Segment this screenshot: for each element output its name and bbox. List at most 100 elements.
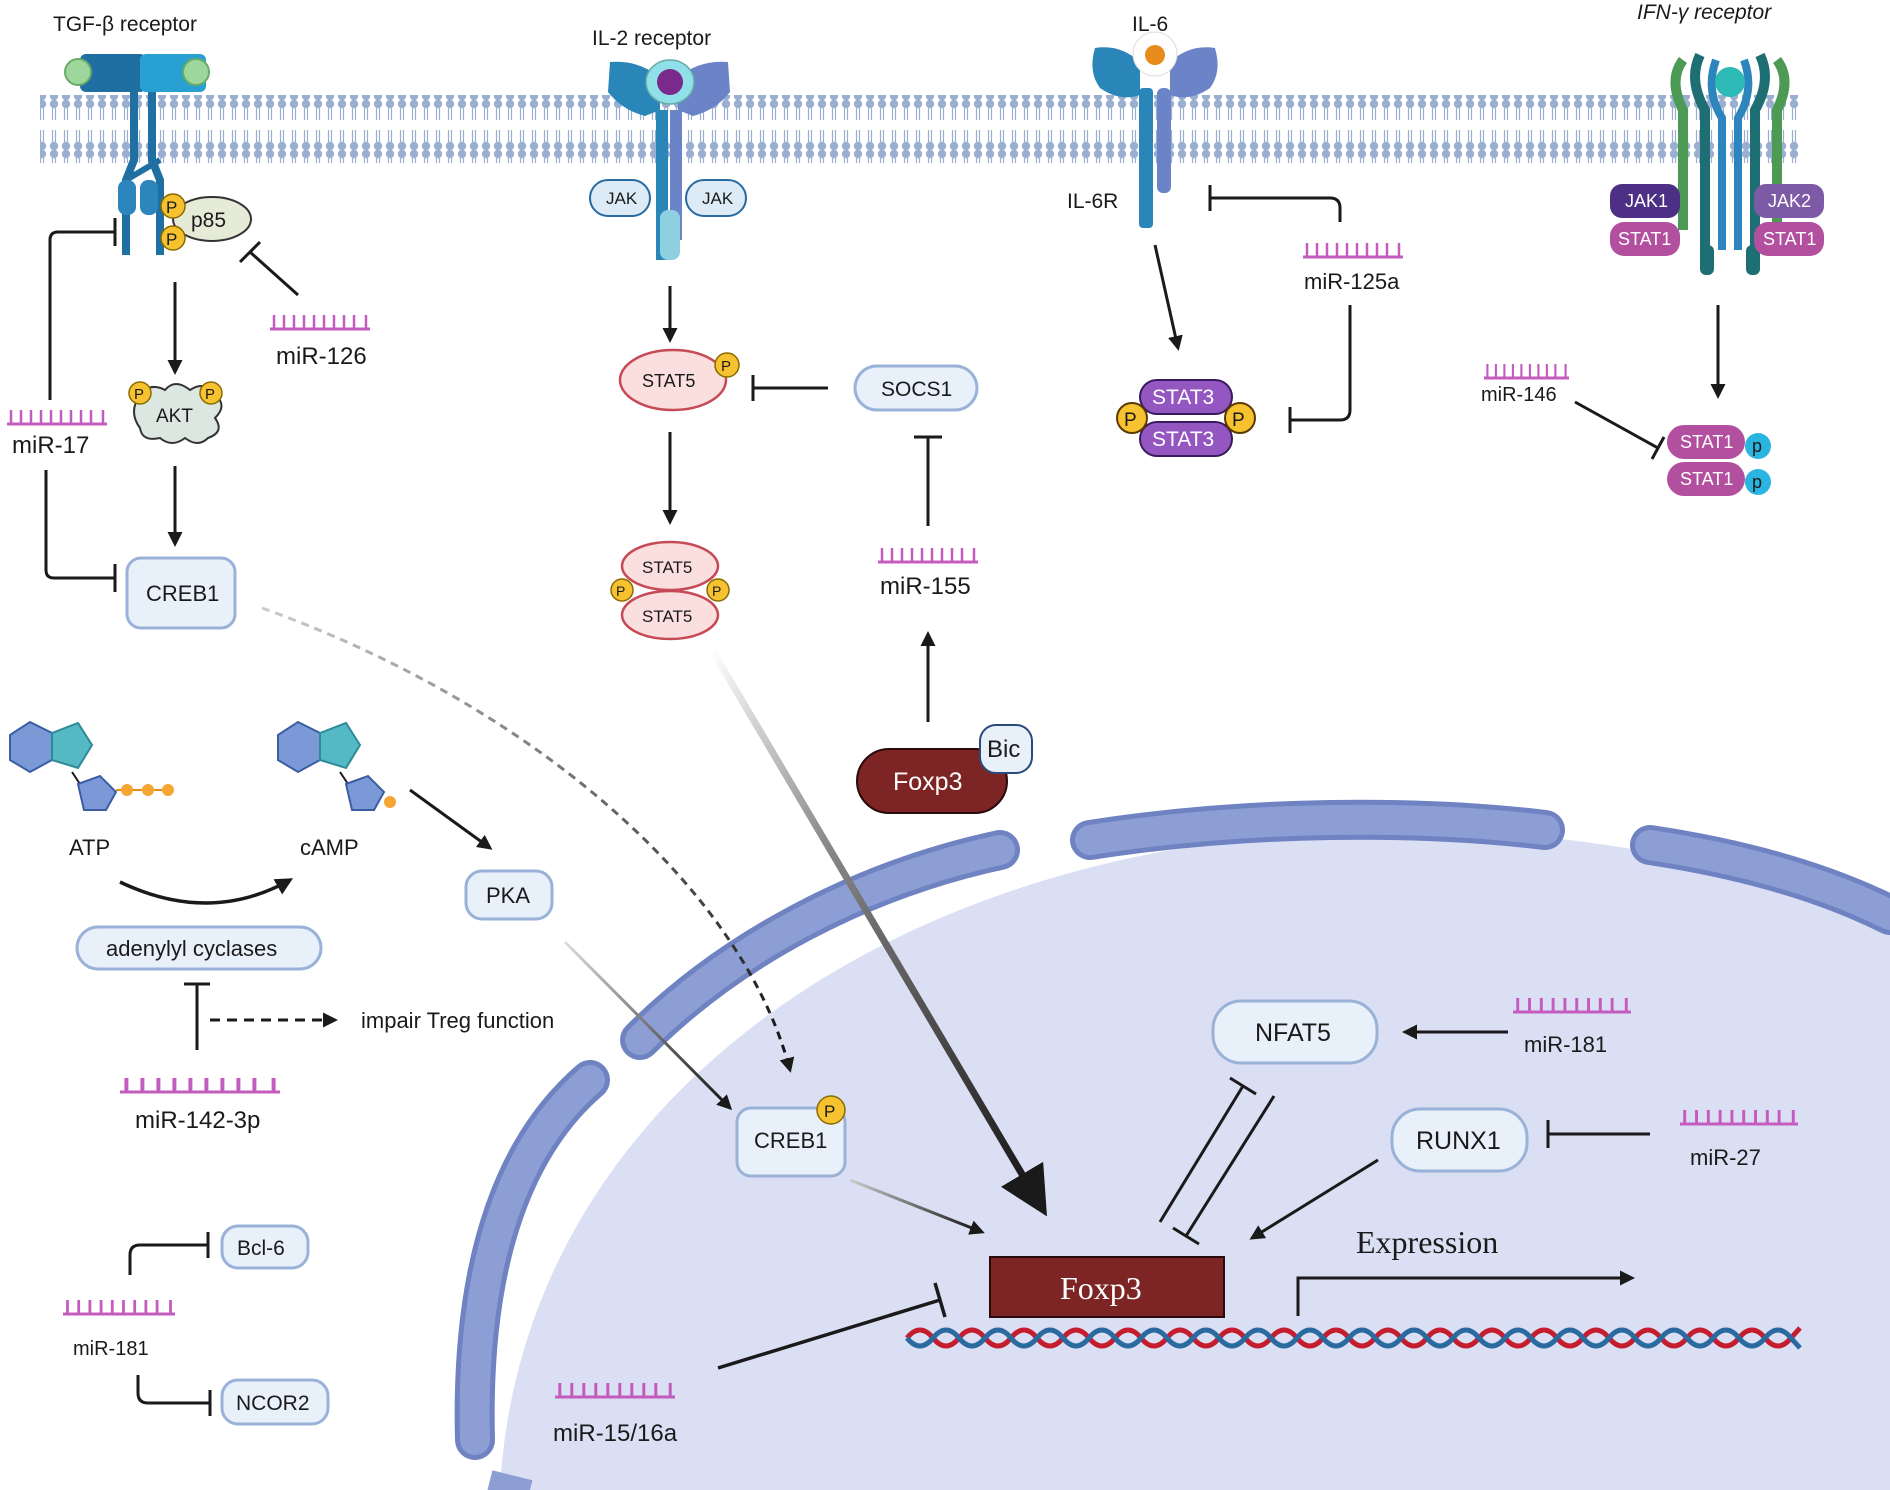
mir146-strand [1482, 362, 1571, 380]
svg-text:STAT1: STAT1 [1618, 229, 1671, 249]
svg-text:CREB1: CREB1 [754, 1128, 827, 1153]
stat1-phospho-dimer: STAT1 STAT1 p p [1667, 425, 1771, 496]
stat5-monomer: STAT5 P [618, 348, 740, 412]
mir15-inhibit-foxp3 [717, 1282, 947, 1370]
mir146-inhibit-stat1 [1574, 400, 1666, 460]
svg-text:P: P [166, 198, 177, 217]
svg-text:P: P [1124, 410, 1137, 431]
runx1-protein: RUNX1 [1390, 1107, 1529, 1173]
arrow-runx1-foxp3 [1249, 1158, 1379, 1240]
svg-text:p: p [1752, 436, 1762, 456]
svg-text:JAK: JAK [606, 189, 638, 208]
arrow-creb1-foxp3 [849, 1178, 985, 1235]
svg-text:STAT5: STAT5 [642, 371, 695, 391]
svg-text:P: P [616, 583, 625, 599]
ncor2-protein: NCOR2 [220, 1378, 330, 1426]
svg-text:JAK2: JAK2 [1768, 191, 1811, 211]
svg-text:STAT5: STAT5 [642, 607, 692, 626]
mir17-strand [5, 408, 109, 426]
svg-text:AKT: AKT [156, 406, 193, 427]
foxp3-bic: Foxp3 Bic [856, 724, 1033, 814]
mir155-strand [876, 546, 980, 564]
nfat5-foxp3-mutual-inhibition [1158, 1076, 1276, 1246]
mir15-label: miR-15/16a [553, 1420, 678, 1447]
mir125a-strand [1301, 241, 1405, 259]
mir181-inhibit-ncor2 [136, 1375, 212, 1416]
mir17-inhibit-creb1 [44, 470, 117, 592]
expression-arrow [1296, 1270, 1635, 1316]
svg-text:Bcl-6: Bcl-6 [237, 1237, 285, 1260]
mir155-label: miR-155 [880, 573, 971, 600]
svg-text:RUNX1: RUNX1 [1416, 1127, 1501, 1155]
svg-text:P: P [1232, 410, 1245, 431]
svg-text:p: p [1752, 472, 1762, 492]
mir181-left-strand [61, 1298, 177, 1316]
nfat5-protein: NFAT5 [1211, 999, 1379, 1065]
arrow-il6r-stat3 [1153, 244, 1183, 351]
svg-text:adenylyl cyclases: adenylyl cyclases [106, 936, 277, 961]
svg-text:STAT3: STAT3 [1152, 386, 1214, 409]
svg-text:STAT1: STAT1 [1763, 229, 1816, 249]
il6r-label: IL-6R [1067, 190, 1118, 213]
mir126-strand [268, 313, 372, 331]
expression-label: Expression [1356, 1224, 1498, 1260]
mir17-inhibit-receptor [48, 218, 117, 400]
svg-text:JAK1: JAK1 [1625, 191, 1668, 211]
bcl6-protein: Bcl-6 [220, 1224, 310, 1270]
jak-left: JAK [589, 179, 651, 217]
arrow-pka-creb1 [563, 940, 733, 1111]
svg-text:NCOR2: NCOR2 [236, 1392, 310, 1415]
jak2-protein: JAK2 [1754, 184, 1824, 218]
svg-text:SOCS1: SOCS1 [881, 378, 952, 401]
adenylyl-cyclases: adenylyl cyclases [75, 925, 323, 971]
stat3-dimer: STAT3 STAT3 P P [1116, 379, 1256, 457]
svg-text:JAK: JAK [702, 189, 734, 208]
impair-treg-label: impair Treg function [361, 1008, 554, 1033]
nucleus [454, 799, 1890, 1490]
mir125a-inhibit-stat3 [1288, 305, 1352, 433]
mir181-left-label: miR-181 [73, 1338, 149, 1360]
mir155-inhibit-socs1 [914, 435, 942, 526]
creb1-nuclear: CREB1 P [735, 1095, 847, 1178]
mir126-label: miR-126 [276, 343, 367, 370]
socs1-inhibit-stat5 [751, 375, 828, 401]
svg-text:STAT1: STAT1 [1680, 432, 1733, 452]
pka-protein: PKA [464, 869, 554, 921]
tgfb-receptor [64, 54, 210, 255]
mir142-label: miR-142-3p [135, 1107, 260, 1134]
creb1-translocation-arrow [261, 606, 795, 1073]
stat1-right: STAT1 [1754, 222, 1824, 256]
p85-protein: p85 [172, 196, 252, 242]
svg-text:STAT5: STAT5 [642, 558, 692, 577]
svg-text:P: P [824, 1102, 835, 1121]
mir27-label: miR-27 [1690, 1145, 1761, 1170]
mir27-inhibit-runx1 [1546, 1120, 1650, 1148]
il2-receptor-label: IL-2 receptor [592, 27, 711, 50]
cell-membrane [40, 95, 1800, 163]
il6-receptor [1092, 31, 1218, 228]
camp-label: cAMP [300, 835, 359, 860]
mir146-label: miR-146 [1481, 384, 1557, 406]
svg-text:CREB1: CREB1 [146, 581, 219, 606]
atp-molecule [9, 720, 174, 811]
svg-text:P: P [721, 358, 731, 375]
stat5-dimer: STAT5 STAT5 P P [610, 540, 730, 641]
svg-text:p85: p85 [191, 209, 226, 232]
mir126-inhibition [238, 240, 300, 297]
svg-text:P: P [134, 386, 144, 403]
mir17-label: miR-17 [12, 432, 89, 459]
svg-text:Bic: Bic [987, 736, 1020, 763]
svg-text:P: P [166, 230, 177, 249]
akt-protein: AKT P P [128, 381, 223, 444]
svg-text:PKA: PKA [486, 883, 530, 908]
arrow-atp-camp [119, 878, 294, 905]
arrow-stat5-foxp3 [708, 648, 1047, 1217]
camp-molecule [277, 720, 396, 811]
jak1-protein: JAK1 [1610, 184, 1680, 218]
svg-text:STAT3: STAT3 [1152, 428, 1214, 451]
svg-text:P: P [205, 386, 215, 403]
dna-helix [905, 1326, 1802, 1350]
socs1-protein: SOCS1 [853, 364, 979, 412]
mir125a-label: miR-125a [1304, 269, 1400, 294]
jak-right: JAK [685, 179, 747, 217]
